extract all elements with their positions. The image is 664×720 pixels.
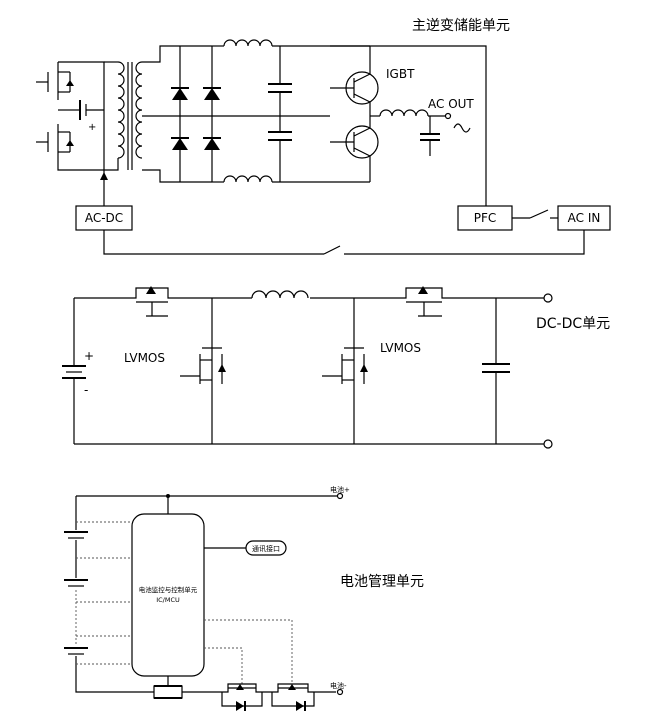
mcu-label-line2: IC/MCU: [156, 596, 180, 604]
battery-plus-sign: +: [88, 122, 96, 133]
ac-out-label: AC OUT: [428, 97, 474, 111]
bms-section: 电池管理单元 电池+ 电池监控与控制单元 IC/MCU: [64, 485, 424, 711]
series-mosfet-left: [128, 286, 180, 317]
dcdc-title: DC-DC单元: [536, 316, 610, 332]
acdc-label: AC-DC: [85, 211, 123, 225]
fuse: [153, 685, 183, 699]
acin-label: AC IN: [568, 211, 601, 225]
igbt-pair: IGBT: [330, 46, 415, 182]
lvmos-left-label: LVMOS: [124, 351, 165, 365]
pfc-box: [457, 205, 513, 231]
lvmos-left: LVMOS: [124, 298, 226, 444]
series-mosfet-right: [398, 286, 452, 317]
primary-mosfet-top: [36, 62, 74, 100]
primary-mosfet-bottom: [36, 124, 74, 160]
lvmos-right: LVMOS: [322, 298, 421, 444]
bms-battery-positive-label: 电池+: [330, 485, 350, 494]
dcdc-output-capacitor: [482, 298, 510, 444]
bms-title: 电池管理单元: [340, 574, 424, 590]
protection-mosfet-1: [221, 683, 270, 711]
dcdc-plus-sign: +: [84, 349, 94, 363]
dcdc-minus-sign: -: [84, 383, 88, 397]
dcdc-section: DC-DC单元 + -: [62, 286, 610, 449]
comm-port-box: [245, 540, 287, 556]
protection-mosfet-2: [270, 683, 336, 711]
transformer: [104, 61, 143, 171]
acin-switch: [529, 209, 549, 219]
lvmos-right-label: LVMOS: [380, 341, 421, 355]
dcdc-battery: + -: [62, 298, 94, 444]
mcu-label-line1: 电池监控与控制单元: [139, 585, 198, 594]
ac-output: AC OUT: [370, 97, 474, 156]
bms-battery-negative-terminal: [336, 688, 344, 696]
bms-battery-negative-label: 电池-: [330, 681, 347, 690]
bms-battery-positive-terminal: [336, 492, 344, 500]
dcdc-out-positive-terminal: [543, 293, 553, 303]
inverter-section: 主逆变储能单元 +: [36, 18, 611, 255]
acdc-switch: [323, 245, 341, 255]
igbt-label: IGBT: [386, 67, 415, 81]
comm-port-label: 通讯接口: [252, 544, 280, 553]
pfc-label: PFC: [474, 211, 497, 225]
primary-battery: +: [70, 100, 104, 133]
inverter-title: 主逆变储能单元: [412, 18, 510, 34]
mcu-block: [131, 513, 205, 677]
dcdc-out-negative-terminal: [543, 439, 553, 449]
rectifier-bridge: [142, 45, 230, 183]
dc-bus: [212, 39, 370, 183]
battery-stack: [64, 496, 154, 693]
